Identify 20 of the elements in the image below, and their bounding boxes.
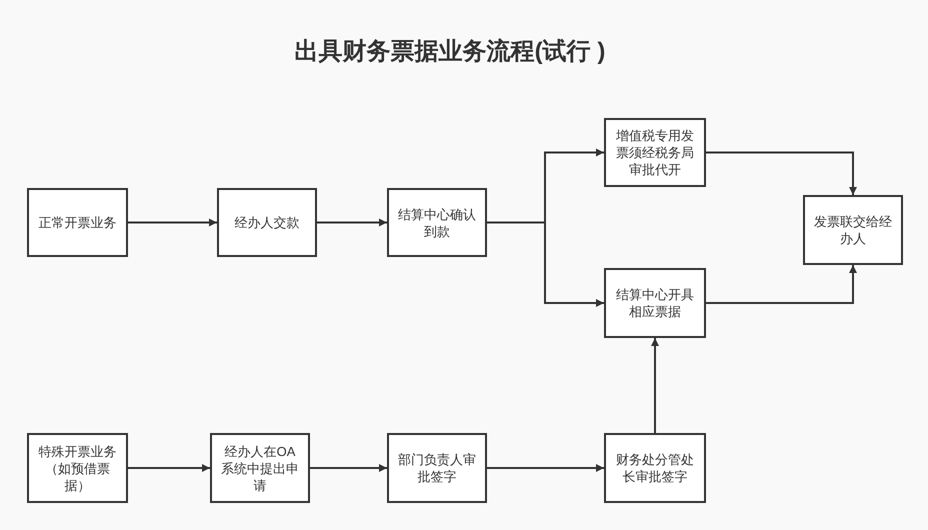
arrow: [706, 152, 857, 195]
process-box: 结算中心开具相应票据: [604, 268, 706, 338]
arrow: [487, 222, 604, 307]
arrow: [487, 464, 604, 472]
process-box: 财务处分管处长审批签字: [604, 433, 706, 503]
process-box: 增值税专用发票须经税务局审批代开: [604, 118, 706, 187]
process-box: 结算中心确认到款: [387, 188, 487, 257]
arrow: [128, 218, 217, 226]
process-box: 经办人交款: [217, 188, 317, 257]
diagram-title: 出具财务票据业务流程(试行 ): [294, 37, 606, 67]
process-box: 正常开票业务: [27, 188, 128, 257]
arrow: [317, 218, 387, 226]
process-box: 发票联交给经办人: [803, 195, 903, 265]
arrow: [128, 464, 210, 472]
process-box: 经办人在OA系统中提出申请: [210, 433, 310, 503]
process-box: 部门负责人审批签字: [387, 433, 487, 503]
process-box: 特殊开票业务（如预借票据）: [27, 433, 128, 503]
arrow: [706, 265, 857, 304]
arrow: [310, 464, 387, 472]
arrow: [651, 338, 659, 433]
